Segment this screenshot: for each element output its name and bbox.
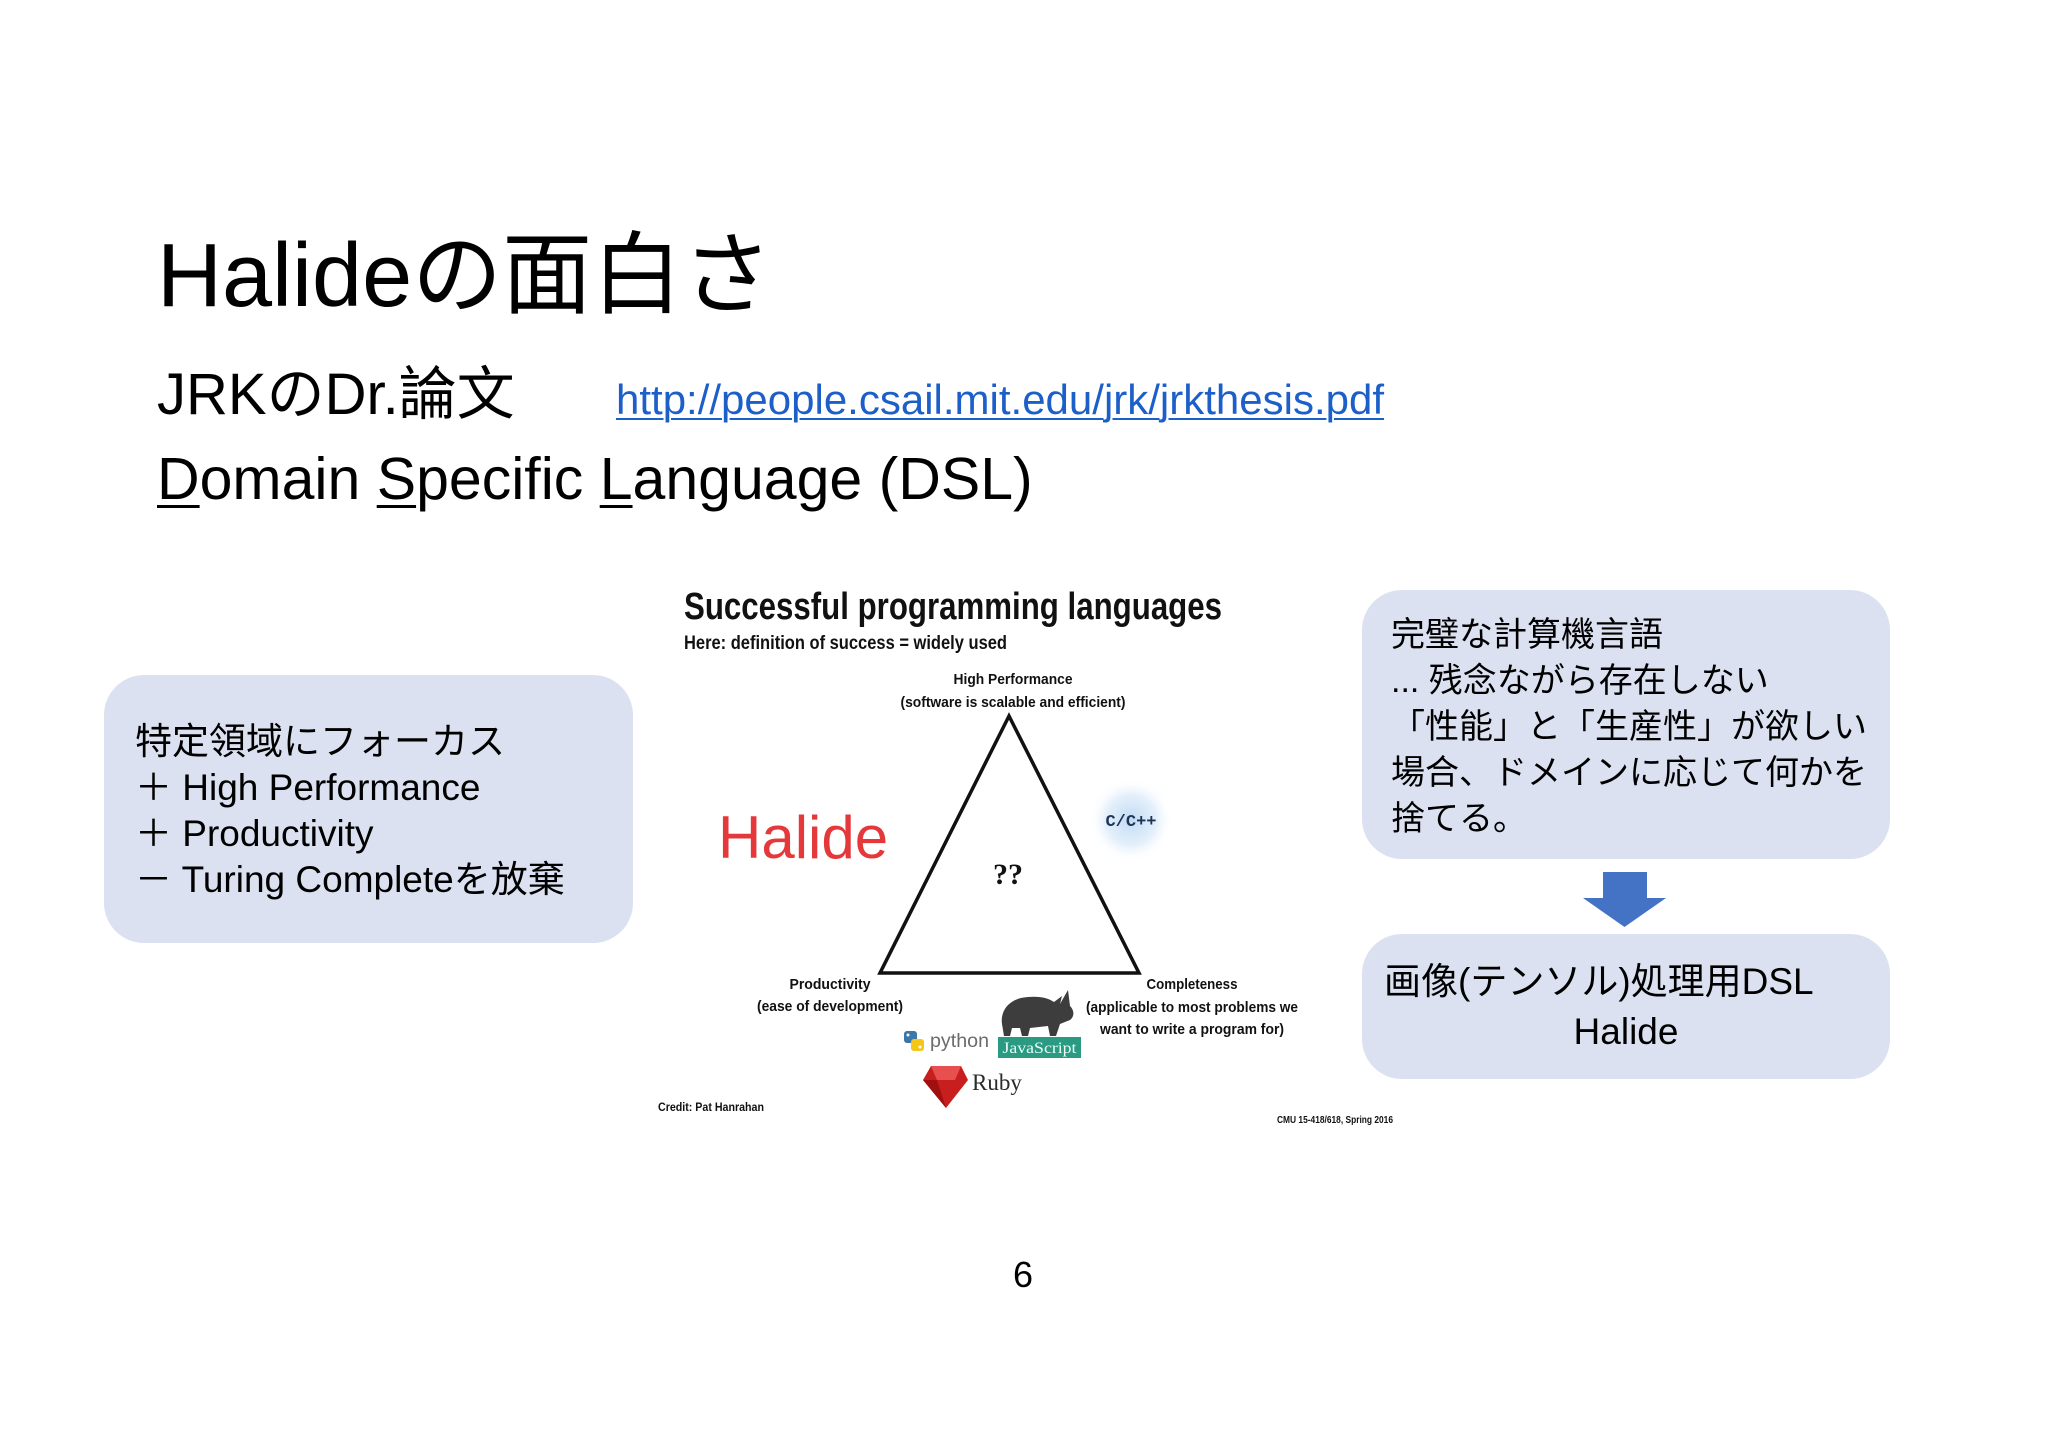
cpp-glow-icon (1089, 778, 1173, 862)
dsl-line: Domain Specific Language (DSL) (157, 450, 1033, 509)
left-vertex-label: Productivity (790, 976, 872, 993)
ruby-label: Ruby (972, 1070, 1022, 1095)
right-top-callout-box: 完璧な計算機言語 ... 残念ながら存在しない 「性能」と「生産性」が欲しい 場… (1362, 590, 1890, 859)
halide-label: Halide (718, 804, 888, 871)
left-callout-line: 特定領域にフォーカス (135, 721, 505, 762)
right-top-callout-line: 「性能」と「生産性」が欲しい (1391, 708, 1867, 746)
right-bottom-callout-line: 画像(テンソル)処理用DSL (1384, 961, 1814, 1002)
right-top-callout-line: 場合、ドメインに応じて何かを (1391, 754, 1867, 792)
top-vertex-label: High Performance (954, 671, 1073, 688)
right-vertex-sublabel-line: want to write a program for) (1099, 1021, 1284, 1038)
right-vertex-label: Completeness (1147, 976, 1238, 993)
down-arrow-icon (1583, 872, 1666, 927)
right-top-callout-line: 完璧な計算機言語 (1391, 616, 1663, 654)
page-number: 6 (1012, 1254, 1034, 1295)
dsl-word-domain-rest: omain (199, 446, 377, 512)
left-callout-line: ＋ High Performance (135, 767, 481, 808)
right-bottom-callout-box: 画像(テンソル)処理用DSL Halide (1362, 934, 1890, 1079)
dsl-word-language-rest: anguage (DSL) (632, 446, 1033, 512)
thesis-label: JRKのDr.論文 (157, 362, 515, 427)
ruby-gem-icon (923, 1066, 968, 1108)
top-vertex-sublabel: (software is scalable and efficient) (901, 694, 1126, 711)
right-vertex-sublabel-line: (applicable to most problems we (1086, 999, 1298, 1016)
center-question-label: ?? (993, 858, 1023, 891)
dsl-initial-s: S (376, 446, 417, 512)
figure-subtitle: Here: definition of success = widely use… (684, 633, 1007, 654)
left-callout-line: － Turing Completeを放棄 (135, 859, 565, 900)
dsl-initial-d: D (157, 446, 200, 512)
languages-triangle-figure: Successful programming languages Here: d… (658, 586, 1393, 1126)
slide-title: Halideの面白さ (157, 226, 773, 326)
dsl-initial-l: L (599, 446, 633, 512)
right-top-callout-line: 捨てる。 (1391, 800, 1527, 838)
figure-credit: Credit: Pat Hanrahan (658, 1100, 764, 1114)
python-label: python (930, 1031, 989, 1052)
thesis-link[interactable]: http://people.csail.mit.edu/jrk/jrkthesi… (616, 376, 1385, 423)
javascript-label: JavaScript (1003, 1040, 1078, 1057)
dsl-word-specific-rest: pecific (416, 446, 600, 512)
left-callout-line: ＋ Productivity (135, 813, 374, 854)
right-top-callout-line: ... 残念ながら存在しない (1391, 662, 1769, 700)
left-vertex-sublabel: (ease of development) (757, 998, 903, 1015)
left-callout-box: 特定領域にフォーカス ＋ High Performance ＋ Producti… (104, 675, 633, 943)
figure-title: Successful programming languages (684, 586, 1222, 628)
right-bottom-callout-line: Halide (1573, 1011, 1679, 1052)
python-logo-icon (904, 1031, 924, 1051)
rhino-icon (1001, 990, 1074, 1036)
triangle (877, 712, 1142, 975)
javascript-badge (998, 1037, 1081, 1058)
figure-course: CMU 15-418/618, Spring 2016 (1277, 1115, 1393, 1126)
cpp-label: C/C++ (1105, 813, 1156, 832)
